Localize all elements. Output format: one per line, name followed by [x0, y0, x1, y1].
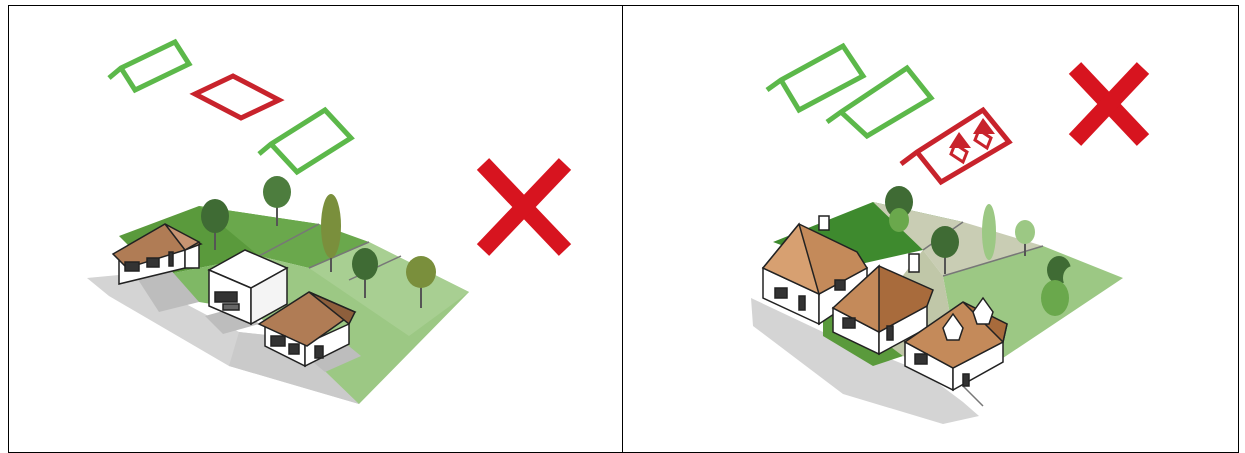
red-x-mark-icon [1075, 68, 1143, 140]
roof-outline-green-1 [109, 42, 189, 90]
tree-3-tall [982, 204, 996, 260]
roof-outline-green-2 [259, 110, 351, 172]
right-panel [622, 5, 1239, 453]
roof-outline-green-2 [827, 68, 931, 136]
roof-outline-green-1 [767, 46, 863, 110]
red-x-mark-icon [483, 164, 565, 250]
dormer-icon-1 [949, 132, 971, 162]
roof-outline-red-dormers [901, 110, 1009, 182]
roof-outline-red-flat [195, 76, 279, 118]
left-panel [8, 5, 623, 453]
right-illustration [623, 6, 1238, 452]
left-illustration [9, 6, 622, 452]
